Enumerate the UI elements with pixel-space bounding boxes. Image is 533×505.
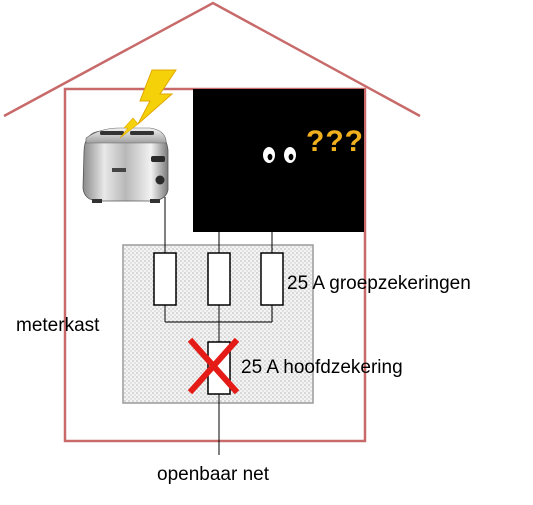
meter-box-label: meterkast	[16, 315, 100, 336]
group-fuse-1	[153, 252, 177, 306]
main-fuse-label: 25 A hoofdzekering	[241, 357, 403, 378]
lightning-bolt-trail-icon	[119, 117, 139, 139]
group-fuse-2	[207, 252, 231, 306]
cross-mark-icon	[187, 337, 240, 395]
blackout-eyes-icon	[263, 147, 296, 163]
question-marks-label: ???	[306, 125, 364, 158]
toaster-icon	[82, 127, 169, 203]
wiring	[164, 197, 273, 455]
public-grid-label: openbaar net	[157, 464, 269, 485]
dark-room	[193, 89, 364, 232]
lightning-bolt-icon	[137, 69, 177, 125]
group-fuses-label: 25 A groepzekeringen	[287, 273, 471, 294]
group-fuse-3	[260, 252, 284, 306]
